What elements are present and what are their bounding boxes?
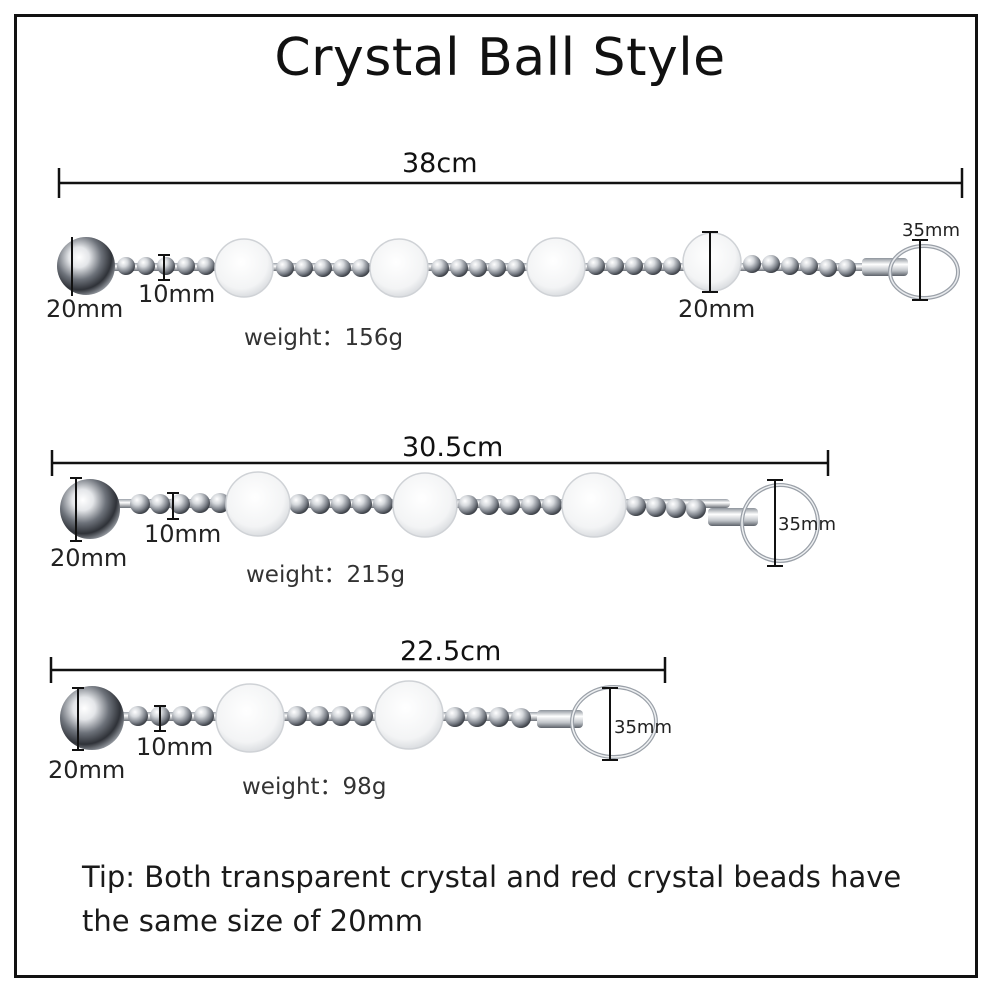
row-3-ring-size: 35mm [614,717,672,738]
tip-line-1: Tip: Both transparent crystal and red cr… [82,860,902,894]
page-title: Crystal Ball Style [274,28,726,88]
row-2-weight: weight：215g [246,562,406,588]
tip-line-2: the same size of 20mm [82,904,424,938]
row-3-length-label: 22.5cm [400,636,502,667]
row-3-weight: weight：98g [242,774,387,800]
row-3-small-bead-size: 10mm [136,733,214,761]
row-1-measure-marks [71,231,928,301]
row-2-end-ball-size: 20mm [50,544,128,572]
tip-note: Tip: Both transparent crystal and red cr… [82,855,902,943]
row-1-length-label: 38cm [402,148,478,179]
row-2-small-bead-size: 10mm [144,520,222,548]
image-border [14,14,978,978]
row-3-end-ball-size: 20mm [48,756,126,784]
row-1-end-ball-size: 20mm [46,295,124,323]
row-2-dimension-line [50,450,830,476]
row-1-dimension-line [57,168,964,198]
row-1-weight: weight：156g [244,325,404,351]
row-3-measure-marks [72,687,618,761]
row-1-small-bead-size: 10mm [138,280,216,308]
row-1-ring-size: 35mm [902,220,960,241]
row-2-measure-marks [70,477,783,567]
row-1-crystal-size: 20mm [678,295,756,323]
row-3-dimension-line [49,657,667,683]
row-2-ring-size: 35mm [778,514,836,535]
row-2-length-label: 30.5cm [402,432,504,463]
